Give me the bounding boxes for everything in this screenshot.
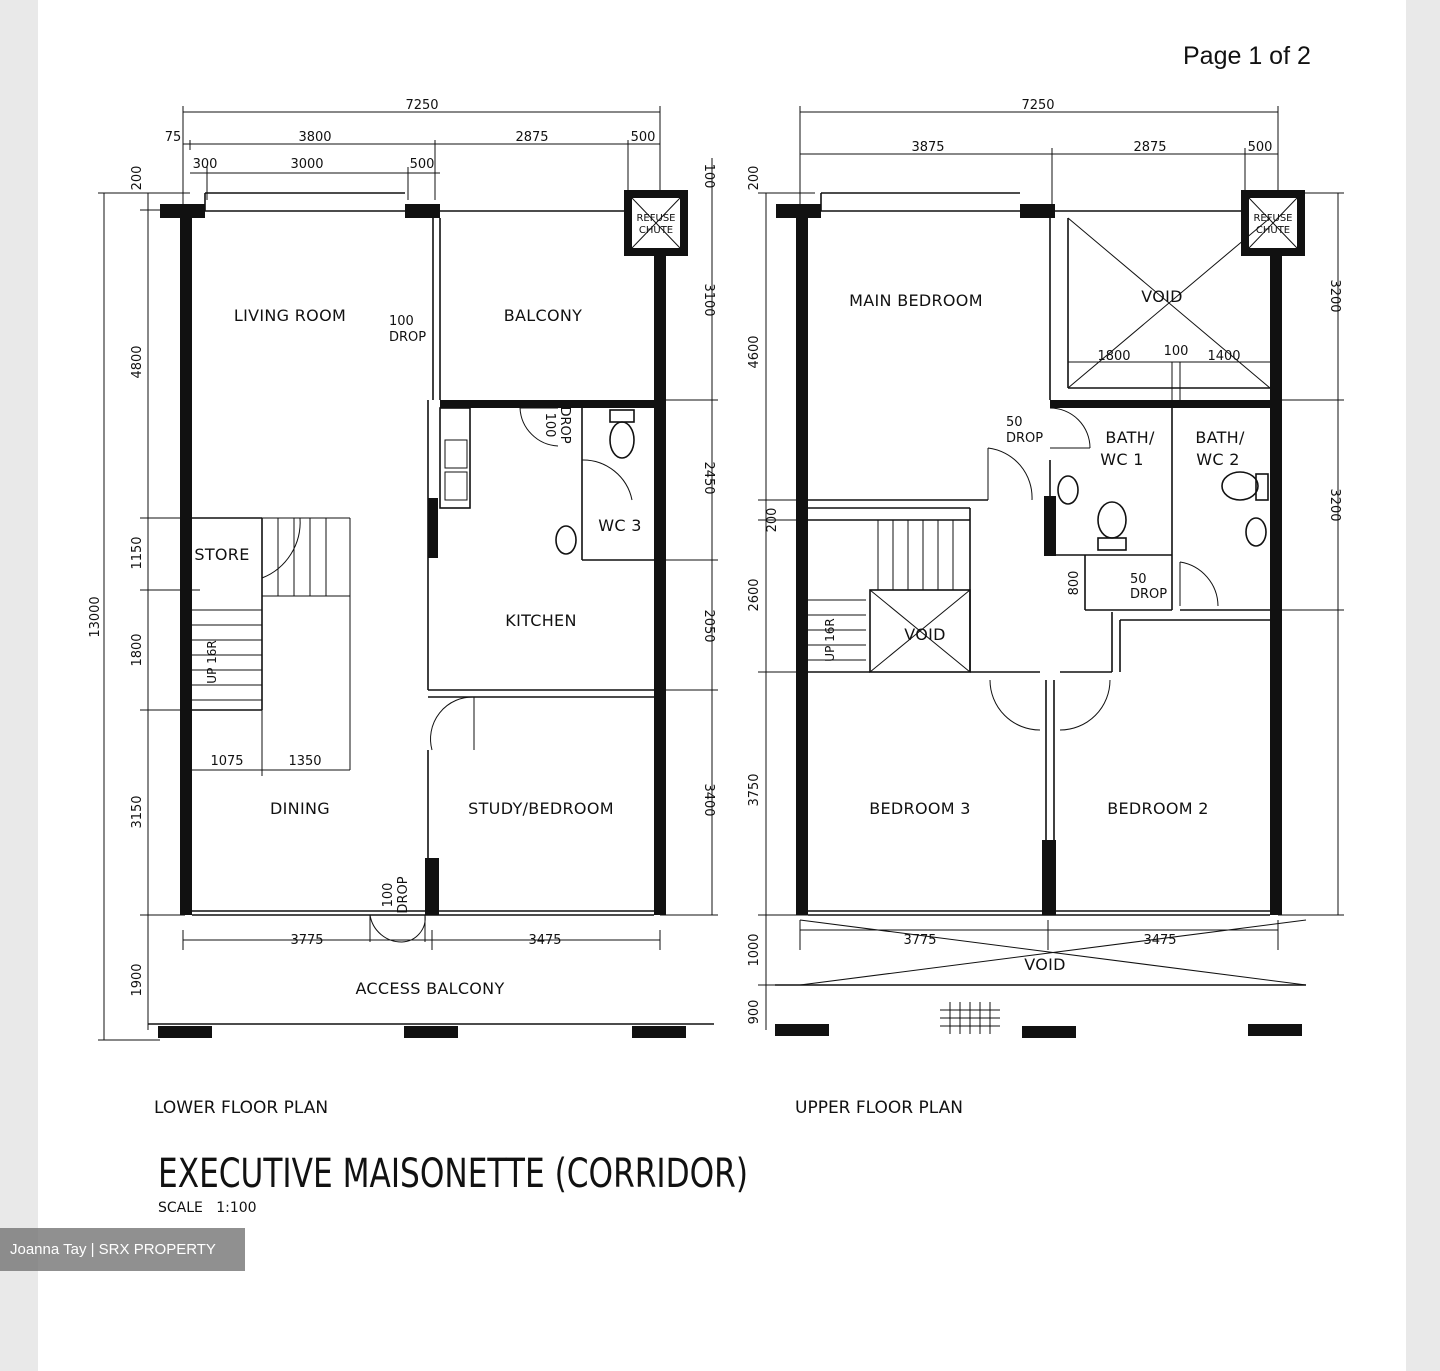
- dim-label: 3400: [701, 783, 716, 816]
- drop-annotation: 50: [1130, 572, 1147, 587]
- room-kitchen: KITCHEN: [505, 611, 576, 630]
- drop-annotation: DROP: [1006, 431, 1043, 446]
- room-study-bedroom: STUDY/BEDROOM: [468, 799, 614, 818]
- dim-label: 1800: [130, 633, 145, 666]
- dim-label: 2875: [1133, 140, 1166, 155]
- grille-icon: [940, 1002, 1000, 1034]
- dim-label: 900: [747, 1000, 762, 1025]
- drop-annotation: 100: [389, 314, 414, 329]
- room-void: VOID: [1024, 955, 1066, 974]
- stair-label: UP 16R: [205, 640, 219, 683]
- dim-label: 200: [747, 166, 762, 191]
- dim-label: 3475: [1143, 933, 1176, 948]
- dim-label: 100: [701, 164, 716, 189]
- dim-label: 3475: [528, 933, 561, 948]
- dim-label: 500: [631, 130, 656, 145]
- dim-total-width: 7250: [405, 98, 438, 113]
- dim-label: 1150: [130, 536, 145, 569]
- drawing-title: EXECUTIVE MAISONETTE (CORRIDOR): [158, 1151, 748, 1197]
- drop-annotation: DROP: [389, 330, 426, 345]
- drop-annotation: DROP: [557, 406, 572, 443]
- room-bath-wc2: WC 2: [1196, 450, 1239, 469]
- refuse-chute-label: CHUTE: [1256, 225, 1290, 236]
- agent-watermark: Joanna Tay | SRX PROPERTY: [0, 1228, 245, 1271]
- room-dining: DINING: [270, 799, 330, 818]
- room-bath-wc1: WC 1: [1100, 450, 1143, 469]
- dim-label: 3200: [1327, 279, 1342, 312]
- dim-label: 2600: [747, 578, 762, 611]
- room-store: STORE: [194, 545, 249, 564]
- room-void: VOID: [1141, 287, 1183, 306]
- room-bath-wc1: BATH/: [1105, 428, 1155, 447]
- dim-label: 300: [193, 157, 218, 172]
- dim-label: 1900: [130, 963, 145, 996]
- dim-label: 1350: [288, 754, 321, 769]
- drawing-scale: SCALE 1:100: [158, 1200, 257, 1216]
- dim-label: 100: [1164, 344, 1189, 359]
- dim-label: 1400: [1207, 349, 1240, 364]
- room-main-bedroom: MAIN BEDROOM: [849, 291, 983, 310]
- page-indicator: Page 1 of 2: [1183, 42, 1311, 70]
- dim-label: 500: [410, 157, 435, 172]
- room-living-room: LIVING ROOM: [234, 306, 346, 325]
- dim-label: 75: [165, 130, 182, 145]
- dim-label: 500: [1248, 140, 1273, 155]
- dim-label: 4800: [130, 345, 145, 378]
- room-bedroom-3: BEDROOM 3: [869, 799, 970, 818]
- refuse-chute-label: REFUSE: [1253, 213, 1292, 224]
- dim-label: 3200: [1327, 488, 1342, 521]
- upper-floor-plan: 7250 3875 2875 500 200 4600 200 2600 375…: [747, 98, 1344, 1038]
- dim-label: 3875: [911, 140, 944, 155]
- dim-label: 3775: [290, 933, 323, 948]
- dim-label: 200: [130, 166, 145, 191]
- stair-label: UP 16R: [823, 618, 837, 661]
- dim-total-height: 13000: [88, 596, 103, 637]
- room-bedroom-2: BEDROOM 2: [1107, 799, 1208, 818]
- lower-floor-plan: 7250 75 3800 2875 500 300 3000 500 13000…: [88, 98, 718, 1041]
- dim-label: 1000: [747, 933, 762, 966]
- dim-label: 800: [1067, 571, 1082, 596]
- dim-label: 2050: [701, 609, 716, 642]
- room-bath-wc2: BATH/: [1195, 428, 1245, 447]
- lower-floor-caption: LOWER FLOOR PLAN: [154, 1098, 328, 1118]
- dim-label: 200: [765, 508, 780, 533]
- room-balcony: BALCONY: [504, 306, 582, 325]
- drop-annotation: 100: [542, 413, 557, 438]
- dim-label: 4600: [747, 335, 762, 368]
- upper-floor-caption: UPPER FLOOR PLAN: [795, 1098, 963, 1118]
- room-access-balcony: ACCESS BALCONY: [355, 979, 504, 998]
- dim-label: 3000: [290, 157, 323, 172]
- drop-annotation: DROP: [1130, 587, 1167, 602]
- dim-label: 3100: [701, 283, 716, 316]
- drop-annotation: DROP: [396, 876, 411, 913]
- dim-label: 3750: [747, 773, 762, 806]
- dim-label: 3150: [130, 795, 145, 828]
- drop-annotation: 50: [1006, 415, 1023, 430]
- dim-label: 2875: [515, 130, 548, 145]
- dim-total-width: 7250: [1021, 98, 1054, 113]
- refuse-chute-label: REFUSE: [636, 213, 675, 224]
- dim-label: 1800: [1097, 349, 1130, 364]
- drop-annotation: 100: [381, 883, 396, 908]
- room-void: VOID: [904, 625, 946, 644]
- dim-label: 1075: [210, 754, 243, 769]
- floor-plan-sheet: [38, 0, 1406, 1371]
- dim-label: 3800: [298, 130, 331, 145]
- dim-label: 2450: [701, 461, 716, 494]
- dim-label: 3775: [903, 933, 936, 948]
- refuse-chute-label: CHUTE: [639, 225, 673, 236]
- room-wc3: WC 3: [598, 516, 641, 535]
